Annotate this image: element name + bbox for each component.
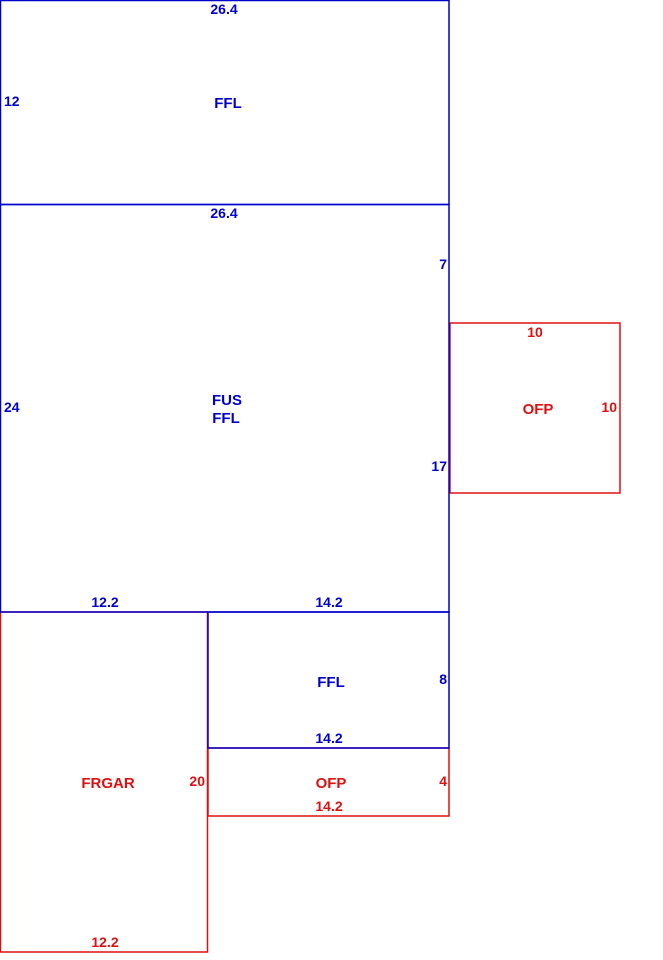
porch-right-code: OFP: [523, 401, 554, 418]
garage-right-dimension: 20: [189, 773, 205, 789]
porch-bottom-code: OFP: [316, 775, 347, 792]
lower-ffl-code: FFL: [317, 674, 345, 691]
lower-ffl-right-dimension: 8: [439, 671, 447, 687]
upper-top-dimension: 26.4: [210, 1, 237, 17]
upper-left-dimension: 12: [4, 93, 20, 109]
main-top-dimension: 26.4: [210, 205, 237, 221]
main-right-upper-dimension: 7: [439, 256, 447, 272]
main-code-line2: FFL: [212, 410, 240, 427]
porch-bottom-right-dimension: 4: [439, 773, 447, 789]
upper-ffl-code: FFL: [214, 95, 242, 112]
lower-ffl-outline: [207, 611, 450, 749]
porch-right-top-dimension: 10: [527, 324, 543, 340]
main-right-lower-dimension: 17: [431, 458, 447, 474]
porch-right-outline: [449, 322, 621, 494]
main-left-dimension: 24: [4, 399, 20, 415]
porch-bottom-bottom-dimension: 14.2: [315, 798, 342, 814]
porch-right-side-dimension: 10: [601, 399, 617, 415]
main-bottom-left-dimension: 12.2: [91, 594, 118, 610]
lower-ffl-bottom-dimension: 14.2: [315, 730, 342, 746]
garage-bottom-dimension: 12.2: [91, 934, 118, 950]
main-bottom-right-dimension: 14.2: [315, 594, 342, 610]
garage-code: FRGAR: [81, 775, 134, 792]
main-code-line1: FUS: [212, 392, 242, 409]
